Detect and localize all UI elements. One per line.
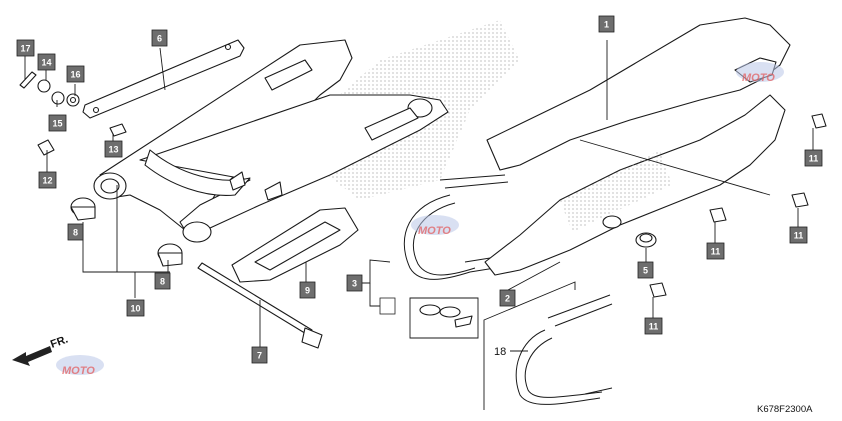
svg-text:8: 8 (160, 277, 165, 287)
svg-text:11: 11 (711, 247, 721, 257)
pivot-bolt (197, 262, 323, 349)
svg-text:11: 11 (809, 154, 819, 164)
svg-text:15: 15 (52, 119, 62, 129)
callout-4 (379, 297, 396, 315)
master-link-detail (409, 297, 479, 339)
svg-text:13: 13 (108, 145, 118, 155)
callout-9: 9 (299, 281, 316, 299)
callout-10: 10 (126, 299, 145, 317)
callout-17: 17 (16, 39, 35, 57)
svg-text:16: 16 (70, 70, 80, 80)
chain-guard-lower (484, 94, 786, 276)
svg-text:8: 8 (73, 228, 78, 238)
callout-7: 7 (251, 346, 268, 364)
callout-5: 5 (637, 261, 654, 279)
svg-text:MOTO: MOTO (418, 225, 451, 237)
svg-text:6: 6 (157, 34, 162, 44)
watermark-logo-middle: MOTO (411, 215, 459, 237)
callout-1: 1 (598, 15, 615, 33)
callout-18: 18 (494, 346, 528, 358)
svg-text:1: 1 (604, 20, 609, 30)
svg-text:11: 11 (794, 231, 804, 241)
callout-14: 14 (37, 53, 56, 71)
svg-text:10: 10 (130, 304, 140, 314)
callout-6: 6 (151, 29, 168, 47)
svg-text:14: 14 (41, 58, 51, 68)
callout-15: 15 (48, 114, 67, 132)
flange-bolts (649, 113, 827, 298)
svg-text:17: 17 (20, 44, 30, 54)
svg-text:MOTO: MOTO (742, 72, 775, 84)
grommet (635, 232, 657, 248)
svg-text:5: 5 (643, 266, 648, 276)
callout-2: 2 (499, 289, 516, 307)
svg-text:FR.: FR. (49, 333, 70, 350)
callout-11-d: 11 (644, 317, 663, 335)
small-hardware (19, 71, 127, 156)
front-direction-arrow: FR. (12, 333, 70, 366)
svg-text:11: 11 (649, 322, 659, 332)
callout-12: 12 (38, 171, 57, 189)
chain-slider (231, 207, 359, 283)
chain-18-detail (483, 281, 613, 410)
callout-8-lower: 8 (154, 272, 171, 290)
callout-8-upper: 8 (67, 223, 84, 241)
svg-text:2: 2 (505, 294, 510, 304)
callout-13: 13 (104, 140, 123, 158)
svg-text:9: 9 (305, 286, 310, 296)
callout-11-b: 11 (789, 226, 808, 244)
svg-text:12: 12 (42, 176, 52, 186)
diagram-code: K678F2300A (757, 404, 813, 415)
leader-lines (24, 40, 814, 347)
svg-text:3: 3 (352, 279, 357, 289)
svg-text:18: 18 (494, 346, 506, 358)
swingarm (93, 39, 449, 243)
callout-11-c: 11 (706, 242, 725, 260)
svg-text:MOTO: MOTO (62, 365, 95, 377)
bushing-upper (70, 197, 96, 221)
callout-3: 3 (346, 274, 363, 292)
watermark-logo-left: MOTO (56, 355, 104, 377)
bushing-lower (157, 243, 183, 267)
callout-11-a: 11 (804, 149, 823, 167)
watermark-logo-right: MOTO (736, 62, 784, 84)
callout-16: 16 (66, 65, 85, 83)
svg-text:7: 7 (257, 351, 262, 361)
